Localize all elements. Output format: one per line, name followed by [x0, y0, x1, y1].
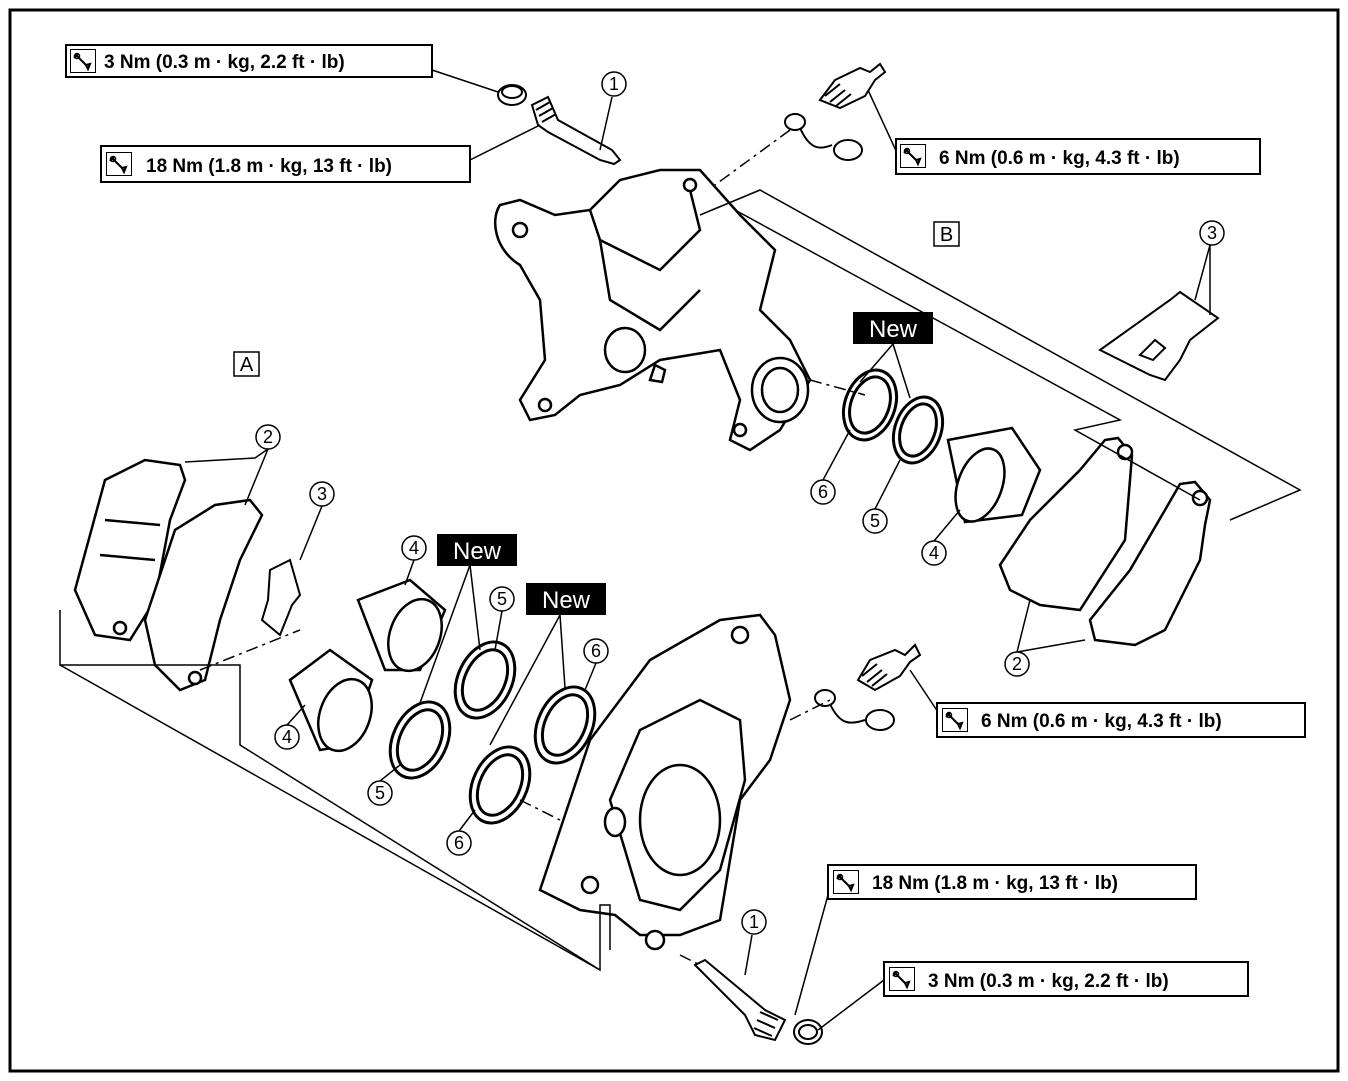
torque-wrench-icon [70, 49, 96, 73]
svg-text:3: 3 [317, 484, 327, 504]
upper-bleed-screw [818, 62, 887, 110]
svg-text:1: 1 [609, 74, 619, 94]
lower-slide-pin [693, 958, 787, 1042]
callout-spring-lower: 3 [309, 481, 335, 507]
svg-text:6: 6 [454, 833, 464, 853]
svg-text:3 Nm (0.3 m · kg, 2.2 ft · lb): 3 Nm (0.3 m · kg, 2.2 ft · lb) [104, 52, 345, 73]
svg-text:4: 4 [929, 543, 939, 563]
new-label-upper: New [853, 312, 933, 344]
svg-text:New: New [542, 587, 591, 614]
torque-wrench-icon [833, 870, 859, 894]
svg-text:6: 6 [591, 641, 601, 661]
callout-piston-seal-lower-b: 6 [446, 830, 472, 856]
upper-pad-spring [1098, 290, 1220, 382]
callout-spring-upper: 3 [1199, 220, 1225, 246]
lower-seals [388, 640, 597, 825]
lower-caliper-body [538, 613, 792, 951]
lower-pistons [288, 578, 447, 753]
callout-piston-lower-b: 4 [274, 724, 300, 750]
new-leaders [419, 343, 911, 746]
callout-pads-upper: 2 [1004, 651, 1030, 677]
svg-text:A: A [240, 354, 254, 376]
callout-pin-bottom: 1 [741, 909, 767, 935]
svg-text:5: 5 [497, 589, 507, 609]
callout-piston-seal-upper: 6 [810, 479, 836, 505]
svg-text:3 Nm (0.3 m · kg, 2.2 ft · lb): 3 Nm (0.3 m · kg, 2.2 ft · lb) [928, 971, 1169, 992]
svg-text:New: New [869, 316, 918, 343]
svg-text:2: 2 [1012, 654, 1022, 674]
callout-dust-seal-lower-a: 5 [489, 586, 515, 612]
lower-pin-cap [793, 1019, 823, 1045]
svg-text:5: 5 [870, 511, 880, 531]
view-label-a: A [233, 351, 260, 377]
view-label-b: B [933, 221, 960, 247]
upper-brake-pads [998, 436, 1212, 647]
svg-text:1: 1 [749, 912, 759, 932]
svg-text:3: 3 [1207, 223, 1217, 243]
torque-spec-top-cap: 3 Nm (0.3 m · kg, 2.2 ft · lb) [65, 44, 433, 78]
torque-wrench-icon [942, 708, 968, 732]
diagram-border [8, 8, 1340, 1073]
torque-spec-top-bleed: 6 Nm (0.6 m · kg, 4.3 ft · lb) [895, 138, 1261, 175]
callout-piston-upper: 4 [921, 540, 947, 566]
upper-dust-seal [891, 395, 945, 465]
torque-wrench-icon [106, 152, 132, 176]
callout-connectors [184, 429, 1086, 832]
callout-pin-top: 1 [601, 71, 627, 97]
callout-dust-seal-upper: 5 [862, 508, 888, 534]
torque-spec-bottom-pin: 18 Nm (1.8 m · kg, 13 ft · lb) [827, 864, 1197, 900]
svg-text:18 Nm (1.8 m · kg, 13 ft · lb): 18 Nm (1.8 m · kg, 13 ft · lb) [872, 873, 1118, 894]
svg-text:New: New [453, 538, 502, 565]
svg-text:18 Nm (1.8 m · kg, 13 ft · lb): 18 Nm (1.8 m · kg, 13 ft · lb) [146, 156, 392, 177]
callout-piston-seal-lower-a: 6 [583, 638, 609, 664]
svg-text:2: 2 [263, 427, 273, 447]
torque-spec-bottom-bleed: 6 Nm (0.6 m · kg, 4.3 ft · lb) [936, 702, 1306, 738]
svg-text:6 Nm (0.6 m · kg, 4.3 ft · lb): 6 Nm (0.6 m · kg, 4.3 ft · lb) [939, 148, 1180, 169]
svg-text:4: 4 [409, 538, 419, 558]
svg-text:B: B [940, 224, 953, 246]
callout-pads-lower: 2 [255, 424, 281, 450]
lower-bleed-cap [814, 689, 895, 731]
new-label-lower-left: New [437, 534, 517, 566]
callout-dust-seal-lower-b: 5 [367, 780, 393, 806]
torque-spec-top-pin: 18 Nm (1.8 m · kg, 13 ft · lb) [100, 145, 471, 183]
new-label-lower-right: New [526, 583, 606, 615]
lower-pads [73, 458, 264, 692]
upper-slide-pin [530, 95, 622, 166]
torque-spec-bottom-cap: 3 Nm (0.3 m · kg, 2.2 ft · lb) [883, 961, 1249, 997]
upper-piston [946, 426, 1042, 524]
svg-text:5: 5 [375, 783, 385, 803]
upper-pin-cap [497, 84, 527, 106]
svg-text:4: 4 [282, 727, 292, 747]
torque-wrench-icon [900, 144, 926, 168]
lower-pad-spring [260, 558, 302, 637]
svg-text:6 Nm (0.6 m · kg, 4.3 ft · lb): 6 Nm (0.6 m · kg, 4.3 ft · lb) [981, 711, 1222, 732]
lower-leader-lines [59, 610, 831, 972]
torque-wrench-icon [889, 967, 915, 991]
upper-caliper-body [493, 168, 812, 452]
svg-text:6: 6 [818, 482, 828, 502]
upper-piston-seal [841, 368, 899, 442]
callout-piston-lower-a: 4 [401, 535, 427, 561]
lower-bleed-screw [856, 643, 922, 692]
upper-bleed-cap [784, 113, 863, 161]
callout-leaders [431, 69, 1211, 1031]
